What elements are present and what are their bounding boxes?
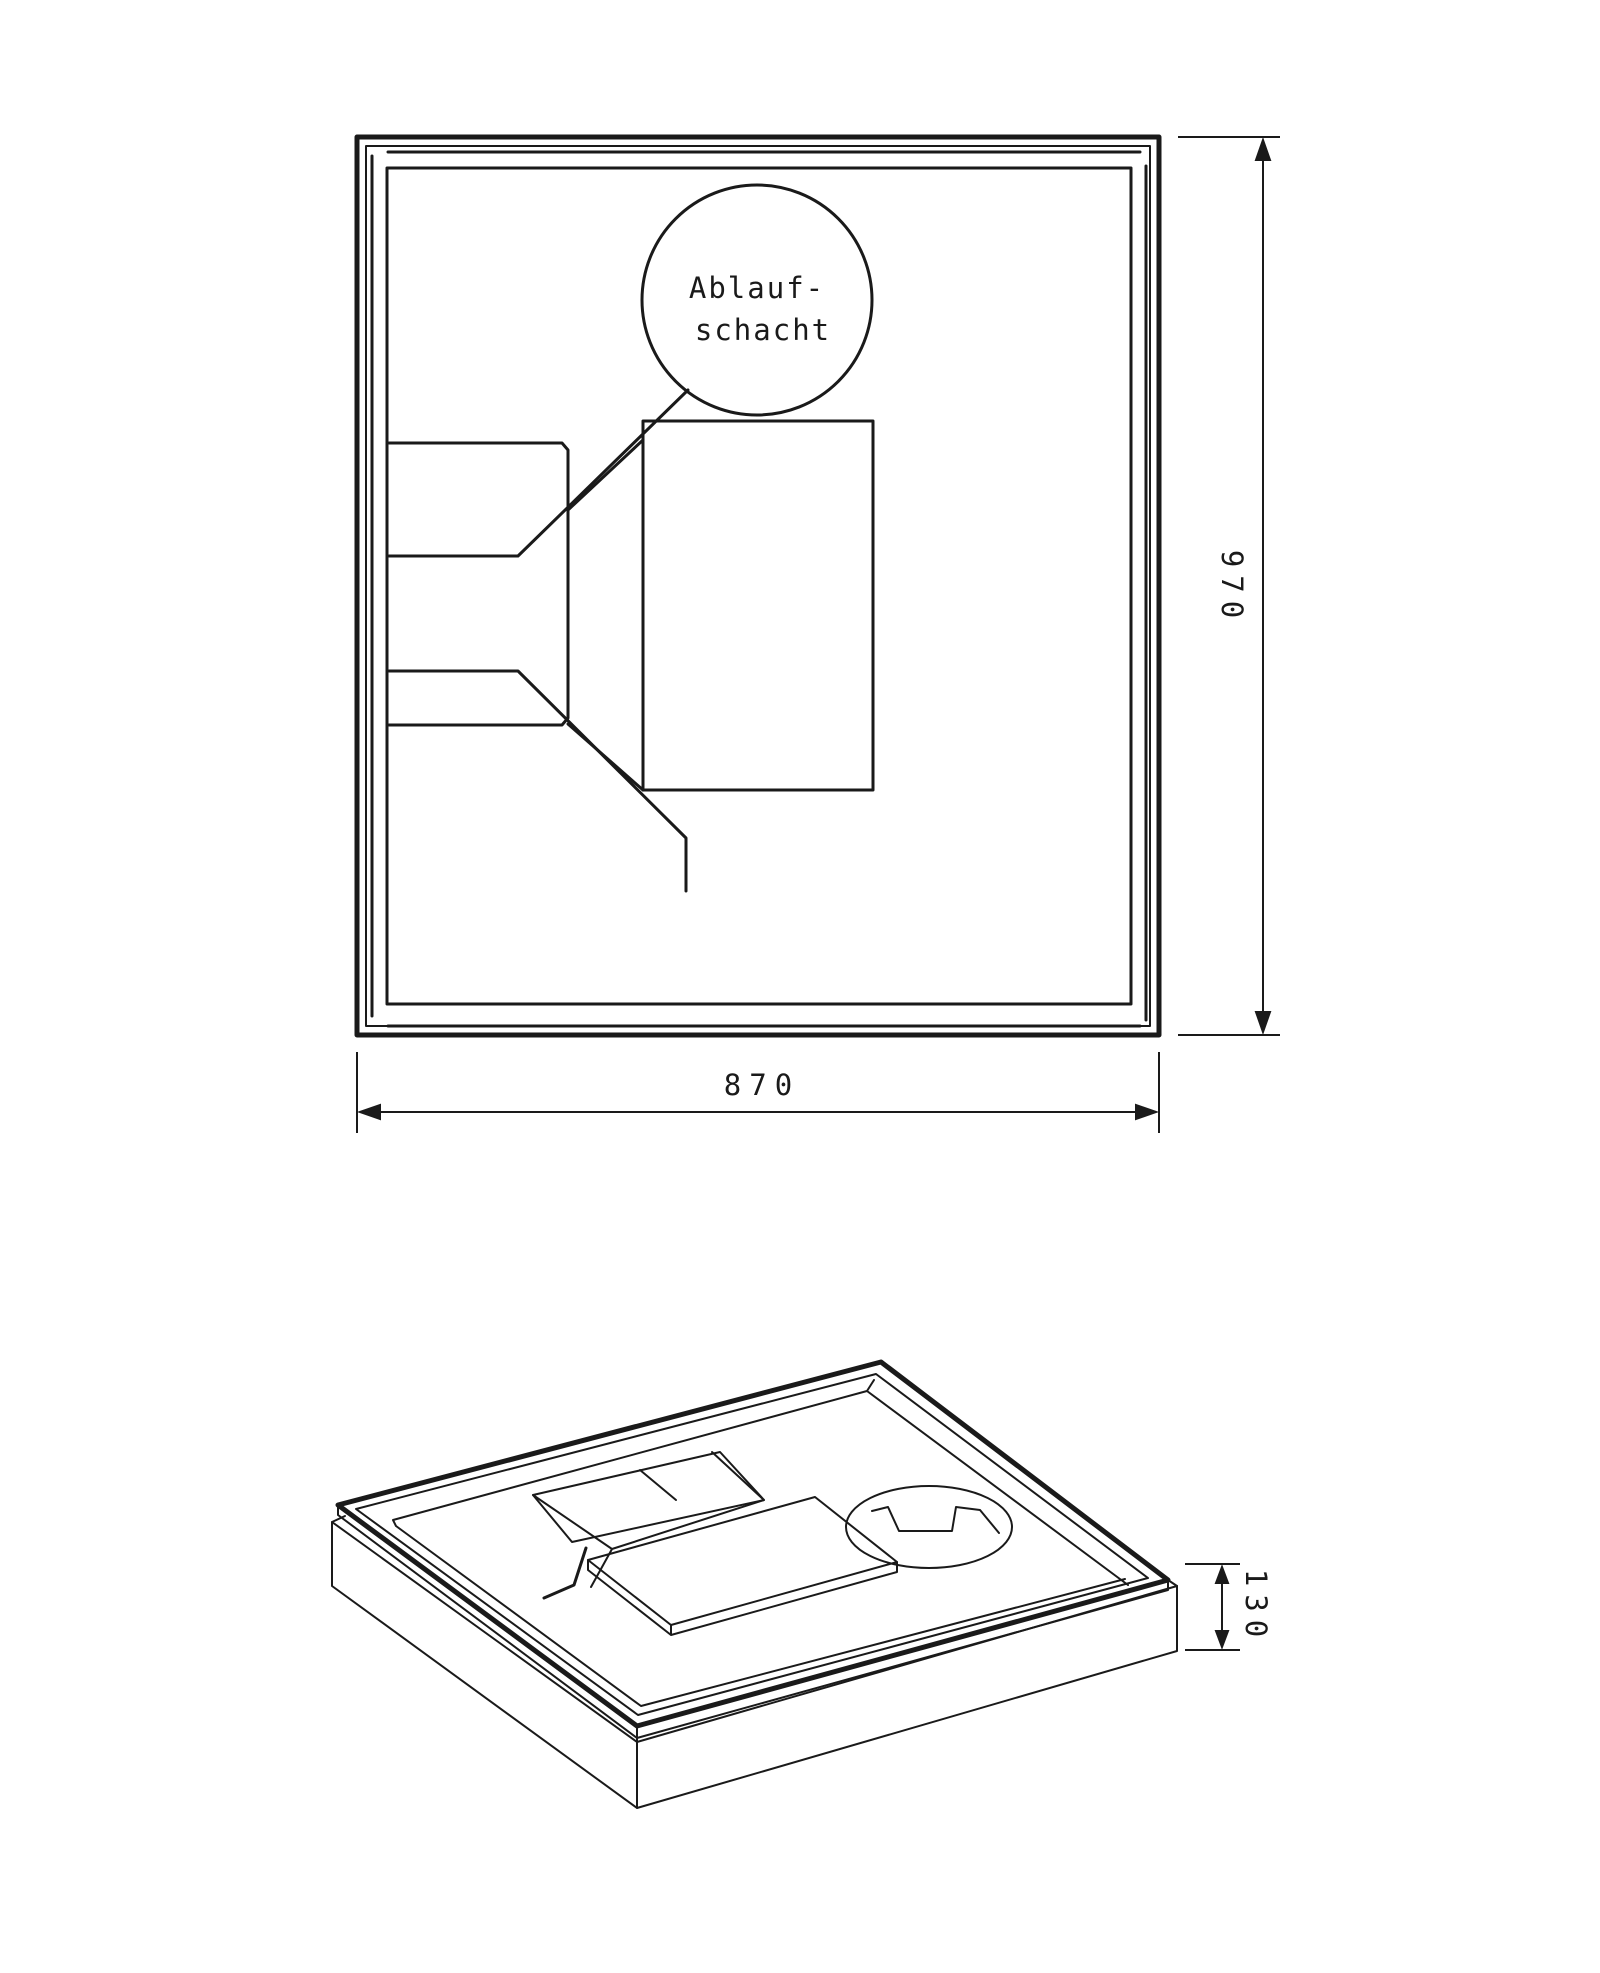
iso-left-slot-inner	[639, 1469, 677, 1501]
iso-base-left-face	[331, 1521, 638, 1809]
height-dimension	[1185, 1563, 1240, 1651]
depth-arrow-top	[1254, 136, 1272, 161]
iso-mounting-line	[532, 1451, 765, 1588]
drain-shaft-circle	[640, 183, 874, 417]
top-view	[354, 134, 1162, 1038]
inner-block	[641, 419, 875, 792]
mounting-line-upper	[387, 388, 690, 558]
iso-floor-edge	[392, 1379, 1129, 1707]
width-dimension	[356, 1052, 1160, 1133]
drain-label-line2: schacht	[695, 313, 831, 347]
width-arrow-right	[1135, 1103, 1160, 1121]
drain-label-line1: Ablauf-	[689, 271, 825, 305]
iso-rim-outer	[335, 1359, 1171, 1729]
iso-view	[331, 1359, 1178, 1809]
width-dim-label: 870	[724, 1068, 800, 1102]
iso-base-top-left	[331, 1515, 346, 1523]
depth-dimension	[1178, 136, 1280, 1036]
depth-arrow-bottom	[1254, 1011, 1272, 1036]
height-arrow-top	[1214, 1564, 1230, 1584]
left-slot	[387, 441, 570, 727]
iso-base-front-face	[636, 1585, 1178, 1809]
iso-drain-inner	[871, 1506, 1000, 1534]
width-arrow-left	[356, 1103, 381, 1121]
mounting-line-cross-2	[566, 722, 645, 792]
iso-rim-lower	[337, 1504, 1169, 1739]
height-dim-label: 130	[1239, 1569, 1273, 1645]
mounting-line-cross	[566, 438, 645, 512]
iso-left-slot	[532, 1451, 765, 1543]
tray-floor-edge	[385, 166, 1133, 1006]
depth-dim-label: 970	[1215, 550, 1249, 626]
tray-outer-edge	[354, 134, 1162, 1038]
iso-drain-hole	[845, 1485, 1013, 1569]
iso-rim-inner	[355, 1373, 1149, 1716]
iso-mounting-line-lower	[542, 1546, 588, 1600]
height-arrow-bottom	[1214, 1630, 1230, 1650]
iso-block-side	[587, 1559, 898, 1636]
mounting-line-lower	[387, 669, 688, 893]
